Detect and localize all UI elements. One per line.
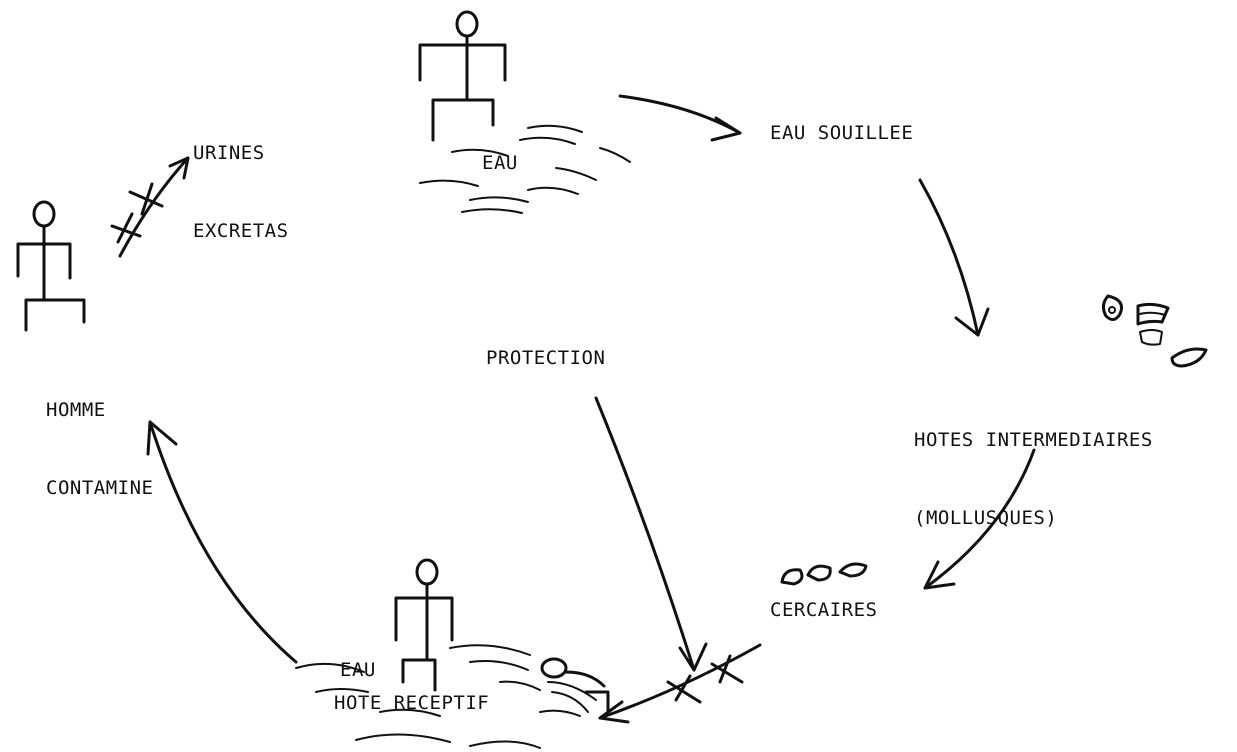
arrow-protection-icon (594, 396, 708, 672)
eau-souillee-label: EAU SOUILLEE (770, 122, 914, 144)
arrow-to-mollusques-icon (918, 178, 990, 337)
hotes-intermediaires-line2: (MOLLUSQUES) (914, 507, 1058, 529)
arrow-to-hote-receptif-icon (598, 643, 762, 724)
hotes-intermediaires-line1: HOTES INTERMEDIAIRES (914, 429, 1153, 451)
water-waves-bottom-icon (295, 644, 581, 749)
stick-figure-left-icon (16, 200, 86, 332)
hote-receptif-label: HOTE RECEPTIF (334, 692, 490, 714)
arrow-to-cercaires-icon (923, 448, 1036, 590)
snail-icon (1101, 294, 1208, 368)
water-waves-top-icon (419, 124, 631, 214)
swimming-figure-icon (540, 657, 610, 714)
cross-barrier-upper-icon (110, 182, 164, 244)
eau-top-label: EAU (482, 152, 518, 174)
cercariae-icon (780, 562, 868, 586)
arrow-to-eau-souillee-icon (618, 94, 742, 142)
homme-contamine-line1: HOMME (46, 399, 106, 421)
homme-contamine-label: HOMME CONTAMINE (46, 345, 153, 553)
protection-label: PROTECTION (486, 347, 606, 369)
stick-figure-bottom-icon (394, 558, 454, 692)
urines-label-line1: URINES (193, 142, 265, 164)
urines-label: URINES EXCRETAS (193, 88, 289, 296)
eau-bottom-label: EAU (340, 659, 376, 681)
arrow-to-homme-contamine-icon (146, 420, 298, 664)
homme-contamine-line2: CONTAMINE (46, 477, 154, 499)
cross-barrier-lower-icon (666, 654, 744, 704)
urines-label-line2: EXCRETAS (193, 220, 289, 242)
cercaires-label: CERCAIRES (770, 599, 878, 621)
arrow-to-urines-icon (118, 156, 190, 258)
hotes-intermediaires-label: HOTES INTERMEDIAIRES (MOLLUSQUES) (914, 375, 1153, 583)
stick-figure-top-icon (418, 10, 507, 142)
